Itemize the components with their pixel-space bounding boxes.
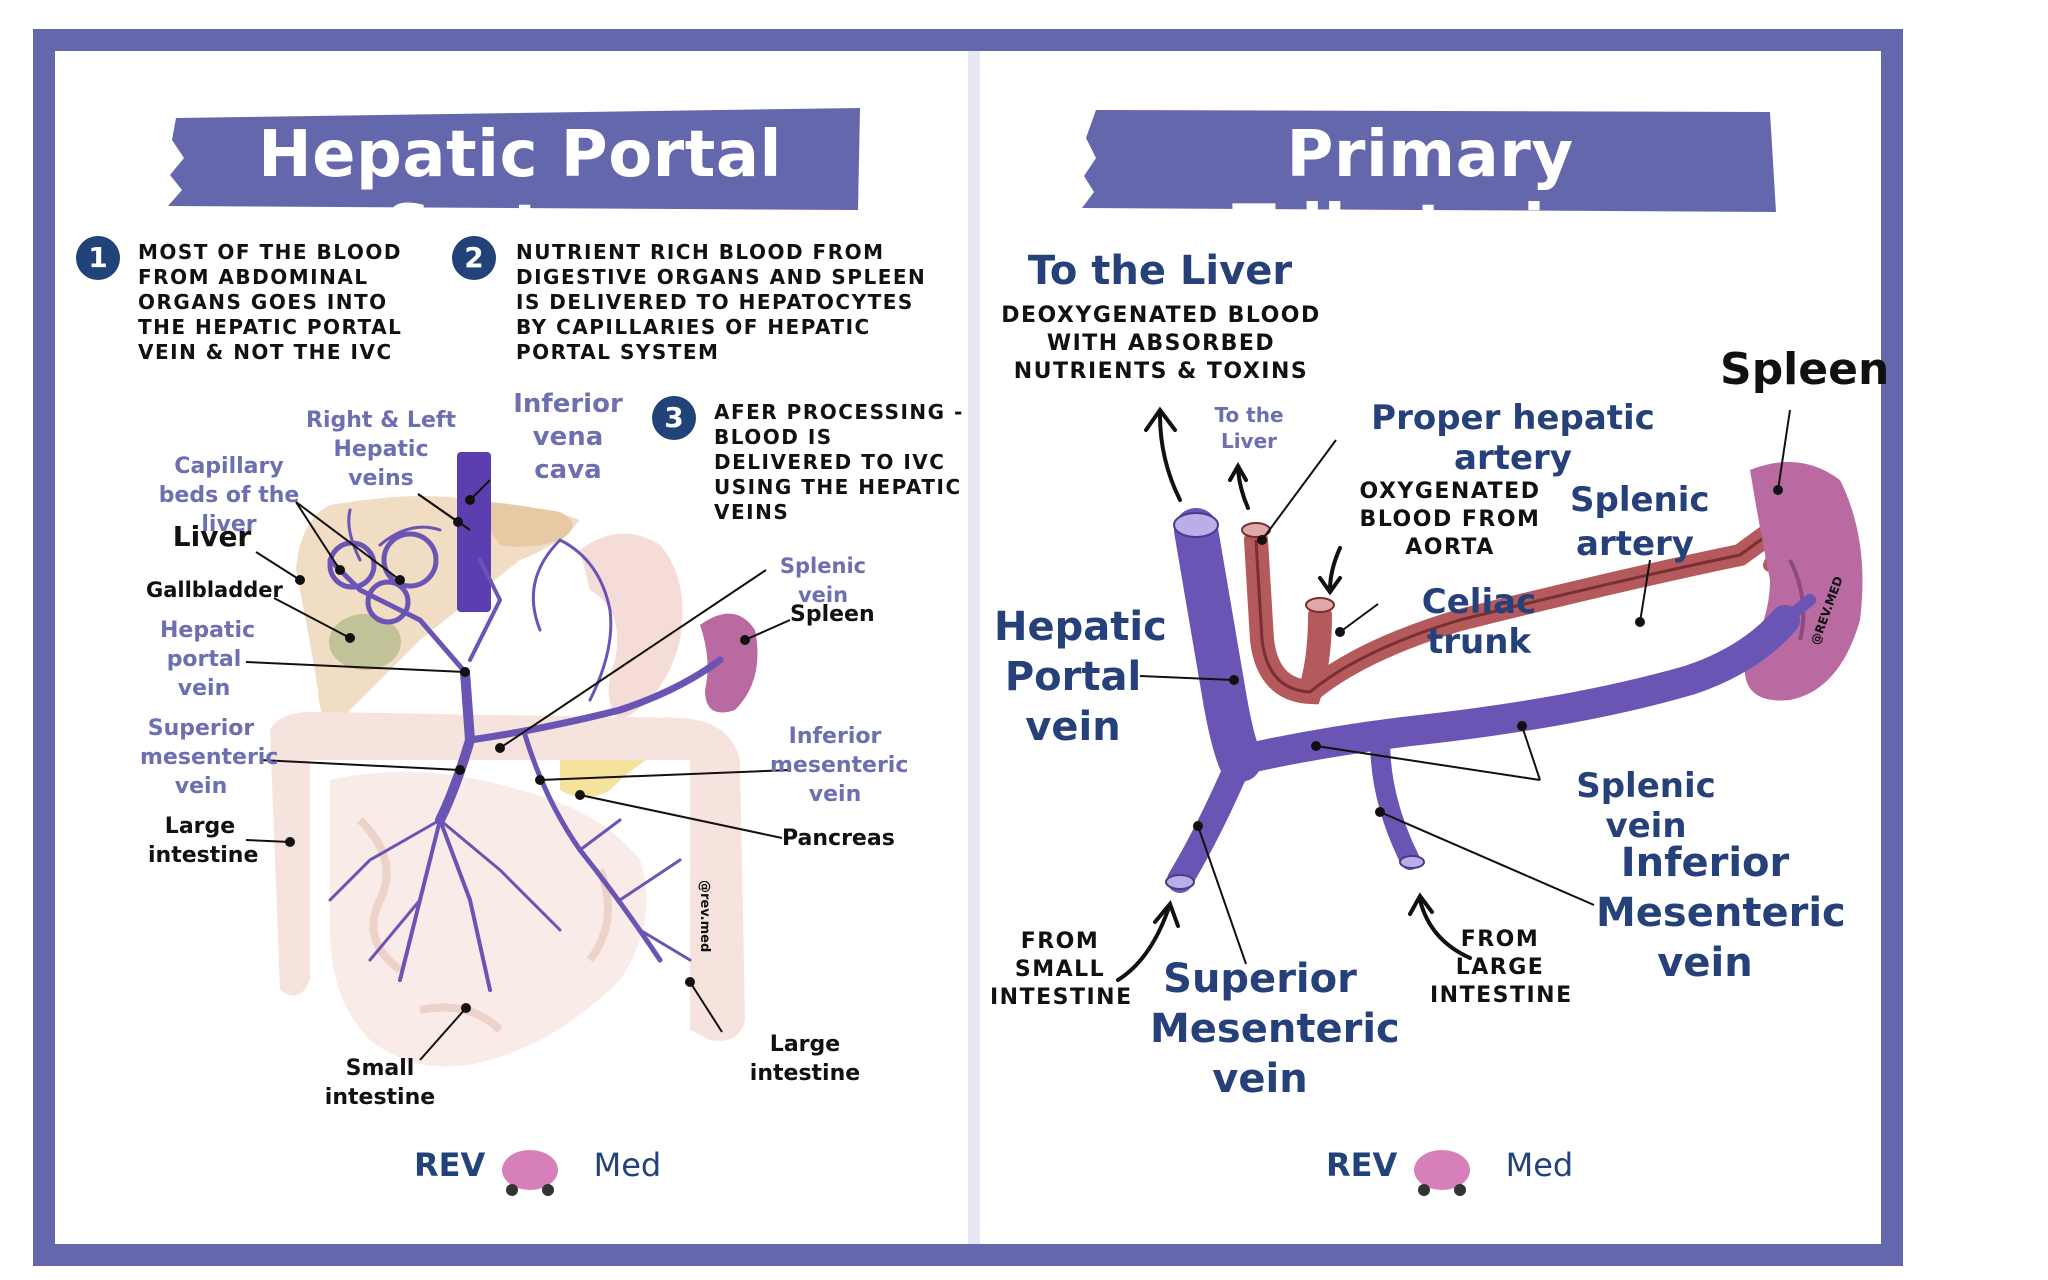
- step-2-badge: 2: [452, 236, 496, 280]
- label-to-the-liver-heading: To the Liver: [1027, 248, 1293, 294]
- step-2-text: NUTRIENT RICH BLOOD FROM DIGESTIVE ORGAN…: [516, 240, 927, 364]
- left-logo-med: Med: [593, 1146, 662, 1184]
- inferior-mesenteric-vein-shape: [1370, 730, 1420, 870]
- proper-hepatic-artery-shape: [1244, 528, 1332, 705]
- right-logo-rev: REV: [1326, 1146, 1398, 1184]
- large-intestine-shape: [270, 711, 745, 1041]
- label-inferior-mesenteric-vein: Inferior mesenteric vein: [770, 724, 909, 807]
- capillary-bed-2: [381, 531, 439, 589]
- superior-mesenteric-vein-shape: [1167, 747, 1253, 893]
- right-logo-med: Med: [1505, 1146, 1574, 1184]
- stomach-shape: [580, 533, 683, 720]
- capillary-bed-3: [365, 579, 411, 625]
- label-spleen-right: Spleen: [1720, 344, 1890, 395]
- spleen-shape-left: [700, 613, 758, 713]
- label-to-the-liver-small: To the Liver: [1214, 403, 1284, 453]
- panel-divider: [968, 40, 980, 1255]
- label-inferior-vena-cava: Inferior vena cava: [513, 389, 623, 485]
- label-hepatic-portal-vein-right: Hepatic Portal vein: [994, 604, 1167, 750]
- label-splenic-vein: Splenic vein: [779, 554, 867, 607]
- ivc-shape: [457, 452, 491, 612]
- brain-logo-right: [1414, 1150, 1470, 1196]
- label-large-intestine-right: Large intestine: [749, 1032, 861, 1086]
- hepatic-portal-vein-shape: [1174, 508, 1262, 782]
- label-hepatic-portal-vein: Hepatic portal vein: [160, 618, 256, 701]
- left-banner: [168, 108, 860, 210]
- label-superior-mesenteric-vein-right: Superior Mesenteric vein: [1150, 956, 1400, 1102]
- left-logo: REV Med: [414, 1146, 661, 1184]
- label-liver: Liver: [172, 520, 252, 553]
- label-hepatic-veins: Right & Left Hepatic veins: [306, 408, 456, 491]
- label-from-small-intestine: FROM SMALL INTESTINE: [990, 929, 1133, 1010]
- gallbladder-shape: [329, 614, 401, 670]
- label-celiac-trunk: Celiac trunk: [1421, 582, 1537, 662]
- step-3-text: AFER PROCESSING - BLOOD IS DELIVERED TO …: [714, 400, 964, 524]
- right-panel-title: Primary Tributaries: [1232, 118, 1628, 266]
- label-large-intestine-left: Large intestine: [148, 814, 259, 868]
- label-pancreas: Pancreas: [782, 826, 895, 851]
- watermark-left: @rev.med: [697, 880, 712, 953]
- right-logo: REV Med: [1326, 1146, 1573, 1184]
- label-small-intestine: Small intestine: [324, 1056, 436, 1110]
- label-capillary-beds: Capillary beds of the liver: [158, 454, 300, 537]
- label-to-the-liver-desc: DEOXYGENATED BLOOD WITH ABSORBED NUTRIEN…: [1001, 303, 1321, 384]
- label-spleen-left: Spleen: [790, 602, 875, 627]
- step-3-badge: 3: [652, 396, 696, 440]
- label-from-large-intestine: FROM LARGE INTESTINE: [1430, 927, 1573, 1008]
- splenic-vein-shape: [1225, 605, 1800, 775]
- step-1-text: MOST OF THE BLOOD FROM ABDOMINAL ORGANS …: [138, 240, 403, 364]
- step-1-badge: 1: [76, 236, 120, 280]
- brain-logo-left: [502, 1150, 558, 1196]
- label-splenic-artery: Splenic artery: [1570, 480, 1710, 564]
- label-oxygenated-blood: OXYGENATED BLOOD FROM AORTA: [1359, 479, 1541, 560]
- label-inferior-mesenteric-vein-right: Inferior Mesenteric vein: [1596, 840, 1846, 986]
- left-panel-title: Hepatic Portal System: [258, 118, 782, 266]
- label-splenic-vein-right: Splenic vein: [1576, 766, 1716, 846]
- right-banner: [1082, 110, 1776, 212]
- label-gallbladder: Gallbladder: [146, 578, 283, 602]
- left-logo-rev: REV: [414, 1146, 486, 1184]
- label-proper-hepatic-artery: Proper hepatic artery: [1371, 398, 1655, 478]
- small-intestine-shape: [330, 772, 647, 1067]
- outer-frame: [33, 29, 1903, 1266]
- label-superior-mesenteric-vein: Superior mesenteric vein: [140, 716, 279, 799]
